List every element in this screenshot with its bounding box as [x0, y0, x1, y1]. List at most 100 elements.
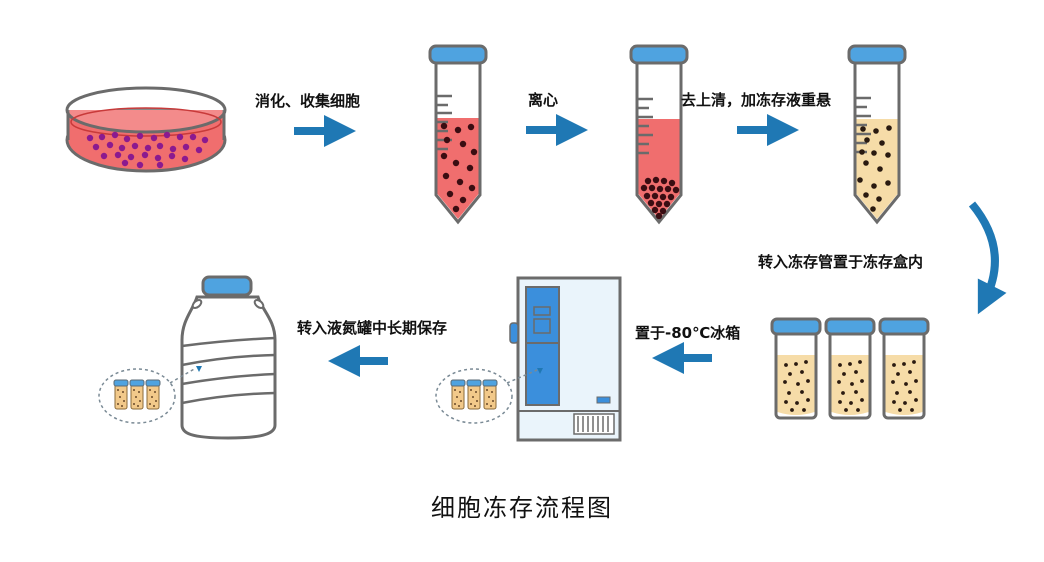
step-label-liquid-nitrogen: 转入液氮罐中长期保存: [297, 319, 448, 337]
step-label-freezer: 置于-80℃冰箱: [635, 324, 741, 342]
cell-dot: [659, 207, 667, 215]
cell-dot: [131, 142, 139, 150]
cell-dot: [859, 149, 865, 155]
cell-dot: [886, 125, 892, 131]
cell-dot: [137, 405, 139, 407]
cell-dot: [784, 400, 788, 404]
cell-dot: [838, 363, 842, 367]
cell-dot: [454, 389, 456, 391]
cell-dot: [668, 179, 676, 187]
cell-dot: [644, 177, 652, 185]
cell-dot: [189, 133, 197, 141]
cell-dot: [844, 408, 848, 412]
cell-dot: [467, 123, 475, 131]
cell-dot: [468, 184, 476, 192]
cell-dot: [452, 205, 460, 213]
cell-dot: [486, 403, 488, 405]
step-label-resuspend: 去上清，加冻存液重悬: [681, 91, 832, 109]
cell-dot: [910, 408, 914, 412]
cell-dot: [475, 391, 477, 393]
cell-dot: [858, 360, 862, 364]
cell-dot: [802, 408, 806, 412]
cell-dot: [655, 212, 663, 220]
cell-dot: [136, 161, 144, 169]
cell-dot: [896, 372, 900, 376]
cell-dot: [790, 408, 794, 412]
cell-dot: [163, 131, 171, 139]
cell-dot: [800, 370, 804, 374]
cell-dot: [456, 396, 458, 398]
cell-dot: [470, 148, 478, 156]
cell-dot: [854, 390, 858, 394]
cryovials-icon: [770, 317, 930, 420]
liquid-nitrogen-tank-icon: [180, 275, 277, 440]
cell-dot: [783, 380, 787, 384]
cell-dot: [123, 135, 131, 143]
cell-dot: [154, 154, 162, 162]
cell-dot: [856, 408, 860, 412]
cell-dot: [651, 206, 659, 214]
cell-dot: [854, 370, 858, 374]
cell-dot: [871, 150, 877, 156]
cell-dot: [201, 136, 209, 144]
cell-dot: [121, 159, 129, 167]
cell-dot: [806, 398, 810, 402]
cell-dot: [459, 196, 467, 204]
cell-dot: [460, 400, 462, 402]
cell-dot: [841, 391, 845, 395]
cell-dot: [153, 405, 155, 407]
cell-dot: [794, 362, 798, 366]
cell-dot: [664, 185, 672, 193]
cell-dot: [914, 398, 918, 402]
cell-dot: [119, 396, 121, 398]
cell-dots: [86, 131, 209, 169]
cell-dot: [446, 190, 454, 198]
centrifuge-tube-resuspended-icon: [847, 44, 907, 225]
cell-dot: [857, 177, 863, 183]
cell-dot: [491, 391, 493, 393]
centrifuge-tube-pellet-icon: [629, 44, 689, 225]
cell-dot: [123, 400, 125, 402]
cell-dot: [111, 131, 119, 139]
cell-dot: [877, 166, 883, 172]
cell-dot: [656, 185, 664, 193]
cell-dot: [787, 391, 791, 395]
cell-dot: [133, 403, 135, 405]
centrifuge-tube-with-cells-icon: [428, 44, 488, 225]
step-label-transfer-cryovial: 转入冻存管置于冻存盒内: [758, 253, 924, 271]
cell-dot: [784, 363, 788, 367]
cell-dot: [458, 405, 460, 407]
cell-dot: [98, 133, 106, 141]
cell-dot: [86, 134, 94, 142]
cell-dot: [902, 362, 906, 366]
cell-dot: [914, 379, 918, 383]
cell-dot: [136, 132, 144, 140]
cell-dot: [643, 192, 651, 200]
curved-arrow-icon: [968, 201, 1007, 315]
step-label-digest-collect: 消化、收集细胞: [255, 92, 361, 110]
cell-dot: [155, 400, 157, 402]
cell-dot: [154, 391, 156, 393]
cell-dot: [472, 396, 474, 398]
cell-dot: [848, 362, 852, 366]
cell-dot: [912, 360, 916, 364]
cell-dot: [647, 199, 655, 207]
cell-dot: [149, 389, 151, 391]
cell-dot: [788, 372, 792, 376]
cell-dot: [876, 196, 882, 202]
cell-dot: [488, 396, 490, 398]
cell-dot: [151, 396, 153, 398]
cell-dot: [870, 206, 876, 212]
cell-dot: [442, 172, 450, 180]
cell-dot: [181, 155, 189, 163]
cell-dot: [655, 200, 663, 208]
cell-dot: [891, 380, 895, 384]
cell-dot: [879, 140, 885, 146]
cryovial-inset-icon: [98, 367, 197, 424]
cell-dot: [849, 401, 853, 405]
cell-dot: [443, 136, 451, 144]
cell-dot: [908, 390, 912, 394]
diagram-title: 细胞冻存流程图: [431, 494, 613, 522]
cell-dot: [860, 398, 864, 402]
